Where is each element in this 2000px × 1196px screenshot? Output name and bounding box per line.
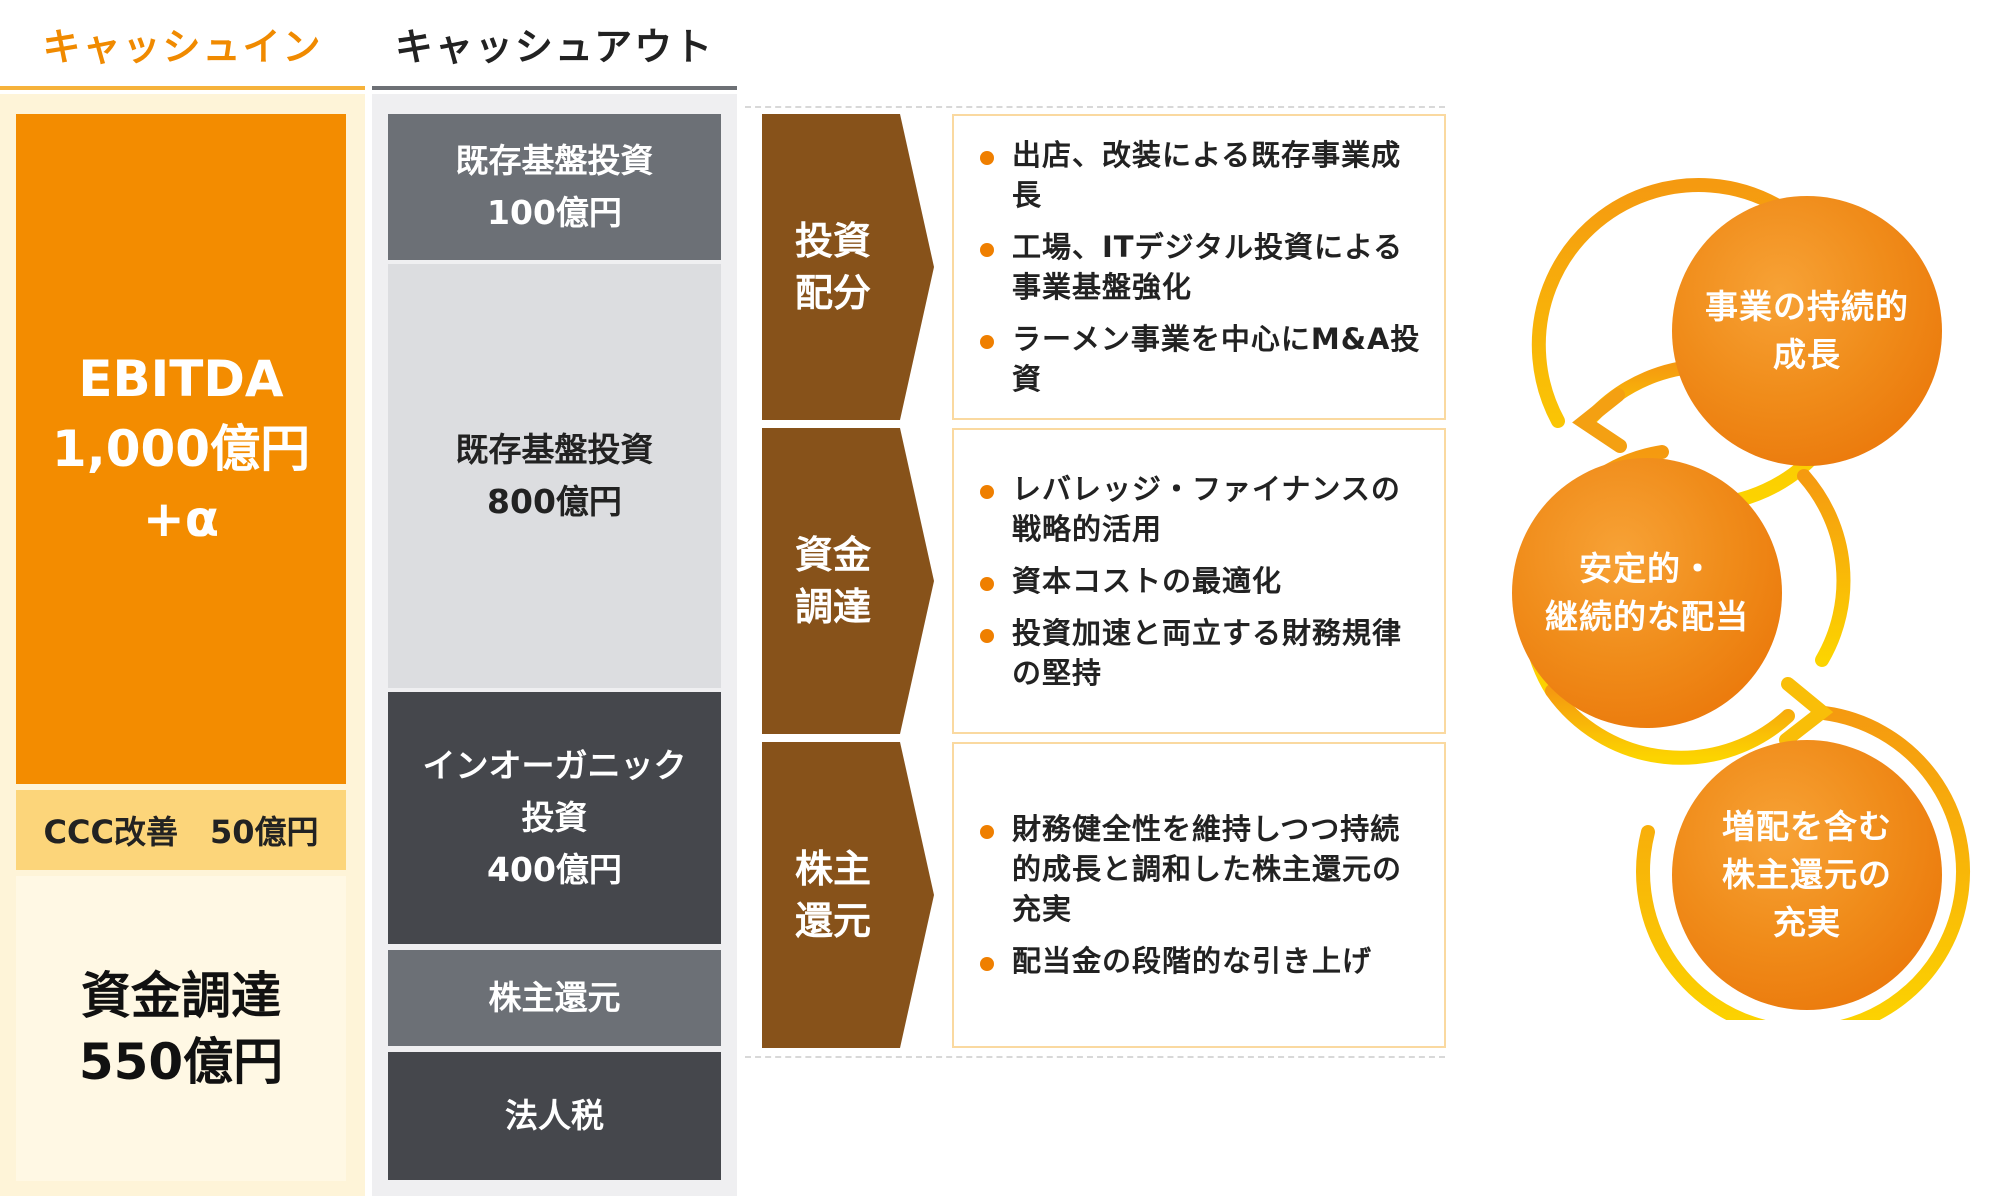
bullet-dot-icon: [980, 151, 994, 165]
ring-middle-right: [1797, 469, 1851, 667]
divider-bottom: [745, 1056, 1445, 1058]
existing-base-investment-100: 既存基盤投資 100億円: [388, 114, 721, 260]
ebitda-label: EBITDA: [78, 350, 284, 408]
out4-label: 株主還元: [488, 978, 621, 1017]
cash-in-header: キャッシュイン: [0, 0, 365, 90]
detail-fund-raising: レバレッジ・ファイナンスの戦略的活用 資本コストの最適化 投資加速と両立する財務…: [952, 428, 1446, 734]
ccc-improvement-block: CCC改善 50億円: [16, 790, 346, 870]
bullet-text: レバレッジ・ファイナンスの: [1012, 472, 1401, 506]
arrow-label-line: 資金: [794, 533, 871, 577]
ring-bottom: [1636, 706, 1971, 1020]
out2-label: 既存基盤投資: [455, 430, 654, 469]
arrow-label: 株主 還元: [762, 742, 904, 1048]
arrow-shape: [762, 114, 934, 420]
arrow-shape: [762, 428, 934, 734]
out1-amount: 100億円: [487, 193, 622, 232]
corporate-tax-block: 法人税: [388, 1052, 721, 1180]
out3-label-1: インオーガニック: [422, 746, 687, 785]
funding-block: 資金調達 550億円: [16, 876, 346, 1181]
bullet-text: 資本コストの最適化: [1012, 564, 1283, 598]
bullet-text: ラーメン事業を中心にM&A投: [1012, 322, 1421, 356]
inorganic-investment: インオーガニック 投資 400億円: [388, 692, 721, 944]
circle-text: 成長: [1773, 335, 1841, 374]
cycle-arrowhead-icon: [1572, 388, 1627, 453]
cash-out-header: キャッシュアウト: [372, 0, 737, 90]
arrow-label: 投資 配分: [762, 114, 904, 420]
bullet-item: ラーメン事業を中心にM&A投資: [980, 319, 1426, 399]
funding-amount: 550億円: [78, 1032, 284, 1091]
bullet-text: 長: [1012, 178, 1043, 212]
arrow-shareholder-return: 株主 還元: [762, 742, 934, 1048]
bullet-dot-icon: [980, 335, 994, 349]
bullet-item: 資本コストの最適化: [980, 561, 1426, 601]
bullet-text: 財務健全性を維持しつつ持続: [1012, 812, 1401, 846]
bullet-text: 事業基盤強化: [1012, 270, 1193, 304]
bullet-text: 出店、改装による既存事業成: [1012, 138, 1402, 172]
circle-text: 株主還元の: [1722, 855, 1892, 894]
ring-middle-lower: [1545, 684, 1795, 765]
bullet-item: 財務健全性を維持しつつ持続的成長と調和した株主還元の充実: [980, 809, 1426, 929]
circle-text: 増配を含む: [1722, 807, 1892, 846]
bullet-dot-icon: [980, 577, 994, 591]
existing-base-investment-800: 既存基盤投資 800億円: [388, 264, 721, 688]
arrow-label-line: 調達: [794, 585, 871, 629]
out3-label-2: 投資: [521, 798, 588, 837]
circle-text: 継続的な配当: [1545, 597, 1749, 636]
bullet-item: レバレッジ・ファイナンスの戦略的活用: [980, 469, 1426, 549]
bullet-dot-icon: [980, 243, 994, 257]
bullet-text: 戦略的活用: [1012, 512, 1163, 546]
circle-stable-dividend: 安定的・ 継続的な配当: [1512, 458, 1782, 728]
circle-text: 安定的・: [1579, 549, 1715, 588]
out1-label: 既存基盤投資: [455, 141, 654, 180]
arrow-label: 資金 調達: [762, 428, 904, 734]
bullet-text: 投資加速と両立する財務規律: [1012, 616, 1403, 650]
arrow-label-line: 株主: [794, 847, 871, 891]
detail-shareholder-return: 財務健全性を維持しつつ持続的成長と調和した株主還元の充実 配当金の段階的な引き上…: [952, 742, 1446, 1048]
ebitda-amount: 1,000億円: [51, 420, 311, 478]
bullet-item: 出店、改装による既存事業成長: [980, 135, 1426, 215]
bullet-item: 投資加速と両立する財務規律の堅持: [980, 613, 1426, 693]
ccc-label: CCC改善 50億円: [43, 813, 319, 851]
bullet-item: 配当金の段階的な引き上げ: [980, 941, 1426, 981]
out5-label: 法人税: [505, 1096, 604, 1135]
shareholder-return-block: 株主還元: [388, 950, 721, 1046]
bullet-text: の堅持: [1012, 656, 1103, 690]
bullet-dot-icon: [980, 825, 994, 839]
ebitda-block: EBITDA 1,000億円 +α: [16, 114, 346, 784]
bullet-text: 充実: [1012, 892, 1073, 926]
circle-sustainable-growth: 事業の持続的 成長: [1672, 196, 1942, 466]
arrow-label-line: 投資: [794, 219, 871, 263]
arrow-label-line: 還元: [794, 899, 871, 943]
arrow-investment-allocation: 投資 配分: [762, 114, 934, 420]
bullet-dot-icon: [980, 485, 994, 499]
bullet-text: 配当金の段階的な引き上げ: [1012, 944, 1373, 978]
arrow-shape: [762, 742, 934, 1048]
circle-text: 充実: [1773, 903, 1841, 942]
circle-text: 事業の持続的: [1705, 287, 1909, 326]
bullet-text: 的成長と調和した株主還元の: [1012, 852, 1403, 886]
circle-shareholder-return: 増配を含む 株主還元の 充実: [1672, 740, 1942, 1010]
detail-investment-allocation: 出店、改装による既存事業成長 工場、ITデジタル投資による事業基盤強化 ラーメン…: [952, 114, 1446, 420]
funding-label: 資金調達: [81, 966, 281, 1025]
ebitda-plus-alpha: +α: [142, 490, 220, 548]
out3-amount: 400億円: [487, 850, 622, 889]
bullet-text: 資: [1012, 362, 1043, 396]
out2-amount: 800億円: [487, 482, 622, 521]
arrow-fund-raising: 資金 調達: [762, 428, 934, 734]
bullet-dot-icon: [980, 957, 994, 971]
bullet-item: 工場、ITデジタル投資による事業基盤強化: [980, 227, 1426, 307]
arrow-label-line: 配分: [794, 271, 871, 315]
divider-top: [745, 106, 1445, 108]
bullet-text: 工場、ITデジタル投資による: [1012, 230, 1404, 264]
cycle-arrowhead-icon: [1779, 677, 1834, 747]
bullet-dot-icon: [980, 629, 994, 643]
